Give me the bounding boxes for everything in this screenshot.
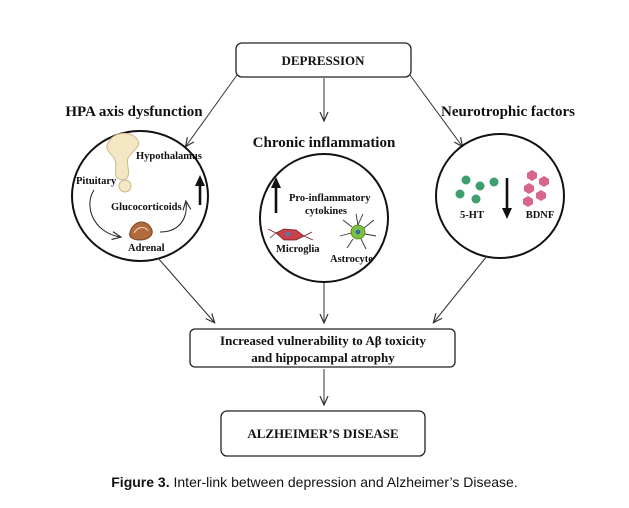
- neurotrophic-heading: Neurotrophic factors: [441, 104, 575, 120]
- microglia-cell-icon: [267, 228, 314, 241]
- adrenal-label: Adrenal: [128, 243, 165, 254]
- diagram-canvas: DEPRESSION HPA axis dysfunction Chronic …: [65, 42, 575, 457]
- astrocyte-cell-icon: [339, 213, 377, 250]
- hypothalamus-label: Hypothalamus: [136, 151, 202, 162]
- vulnerability-line1: Increased vulnerability to Aβ toxicity: [220, 333, 426, 348]
- neurotrophic-circle: 5-HT BDNF: [435, 133, 565, 259]
- hpa-heading: HPA axis dysfunction: [65, 104, 203, 120]
- vulnerability-line2: and hippocampal atrophy: [251, 350, 395, 365]
- cytokines-label-line2: cytokines: [305, 206, 347, 217]
- pituitary-label: Pituitary: [76, 176, 117, 187]
- hypothalamus-gland: [106, 132, 140, 181]
- pituitary-gland: [118, 179, 132, 193]
- arrow-hpa-to-vulnerability: [157, 257, 214, 322]
- caption-prefix: Figure 3.: [111, 474, 170, 490]
- microglia-label: Microglia: [276, 244, 320, 255]
- depression-box: DEPRESSION: [235, 42, 412, 78]
- depression-arrows: [186, 74, 462, 146]
- glucocorticoids-label: Glucocorticoids: [111, 202, 182, 213]
- serotonin-label: 5-HT: [460, 210, 484, 221]
- alzheimers-label: ALZHEIMER’S DISEASE: [247, 426, 398, 441]
- bdnf-molecules-icon: [523, 170, 549, 207]
- alzheimers-box: ALZHEIMER’S DISEASE: [220, 410, 426, 457]
- caption-text: Inter-link between depression and Alzhei…: [169, 474, 518, 490]
- pituitary-to-adrenal-arrow: [89, 189, 120, 237]
- inflammation-circle: Pro-inflammatory cytokines Microglia Ast…: [259, 153, 389, 283]
- adrenal-to-glucocorticoids-arrow: [159, 202, 186, 233]
- depression-label: DEPRESSION: [281, 53, 365, 68]
- figure-caption: Figure 3. Inter-link between depression …: [0, 474, 629, 490]
- arrow-to-neurotrophic: [409, 74, 462, 146]
- arrow-neurotrophic-to-vulnerability: [434, 255, 488, 322]
- inflammation-heading: Chronic inflammation: [253, 135, 396, 151]
- converging-arrows: [157, 255, 488, 322]
- vulnerability-box: Increased vulnerability to Aβ toxicity a…: [189, 328, 456, 368]
- cytokines-label-line1: Pro-inflammatory: [289, 193, 371, 204]
- arrow-to-hpa: [186, 74, 238, 146]
- astrocyte-label: Astrocyte: [330, 254, 373, 265]
- hpa-circle: Hypothalamus Pituitary Glucocorticoids A…: [71, 130, 209, 262]
- serotonin-molecules-icon: [455, 175, 499, 204]
- adrenal-gland: [129, 221, 153, 241]
- bdnf-label: BDNF: [526, 210, 555, 221]
